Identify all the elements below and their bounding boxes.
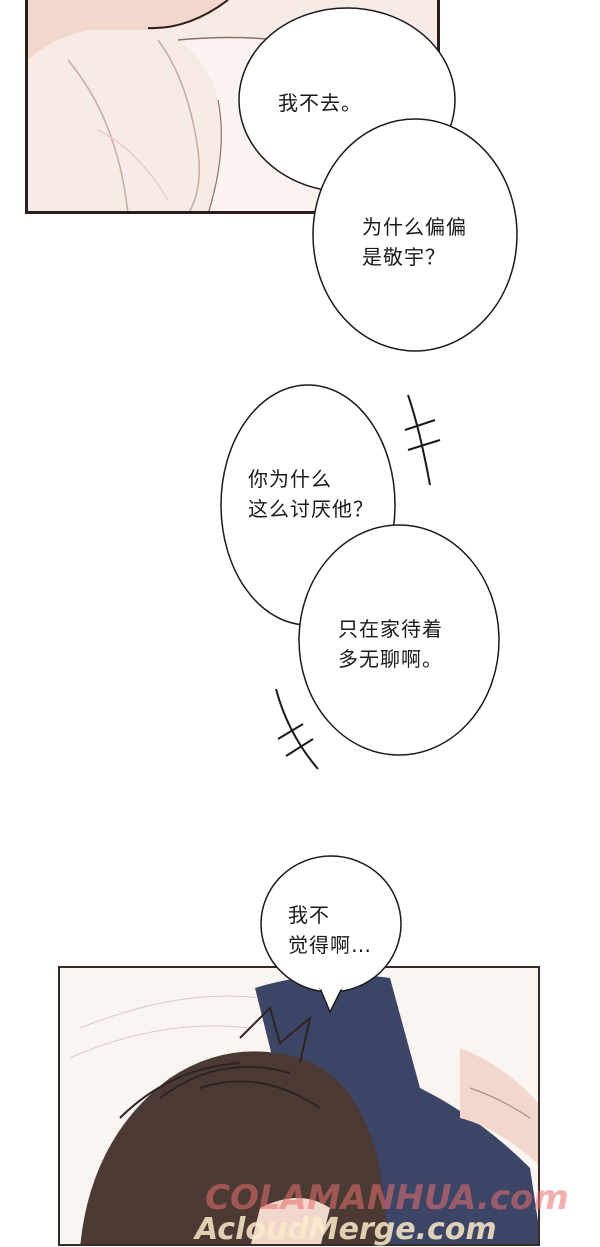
speech-bubble-5: 我不 觉得啊… (258, 852, 404, 1014)
bottom-manga-panel (58, 966, 540, 1246)
bubble-3-text: 你为什么 这么讨厌他？ (248, 467, 374, 521)
bubble-4-text: 只在家待着 多无聊啊。 (338, 617, 443, 671)
bubble-2-text: 为什么偏偏 是敬宇？ (362, 215, 467, 269)
watermark-line-2: AcloudMerge.com (195, 1212, 497, 1247)
bubble-5-text: 我不 觉得啊… (288, 903, 372, 957)
tension-mark-2 (275, 688, 319, 770)
watermark-line-1: COLAMANHUA.com (205, 1178, 569, 1218)
speech-bubble-2: 为什么偏偏 是敬宇？ (310, 116, 520, 354)
speech-bubble-4: 只在家待着 多无聊啊。 (296, 522, 502, 758)
bubble-1-text: 我不去。 (278, 91, 362, 115)
boy-artwork (60, 968, 538, 1244)
tension-mark-1 (404, 394, 441, 486)
